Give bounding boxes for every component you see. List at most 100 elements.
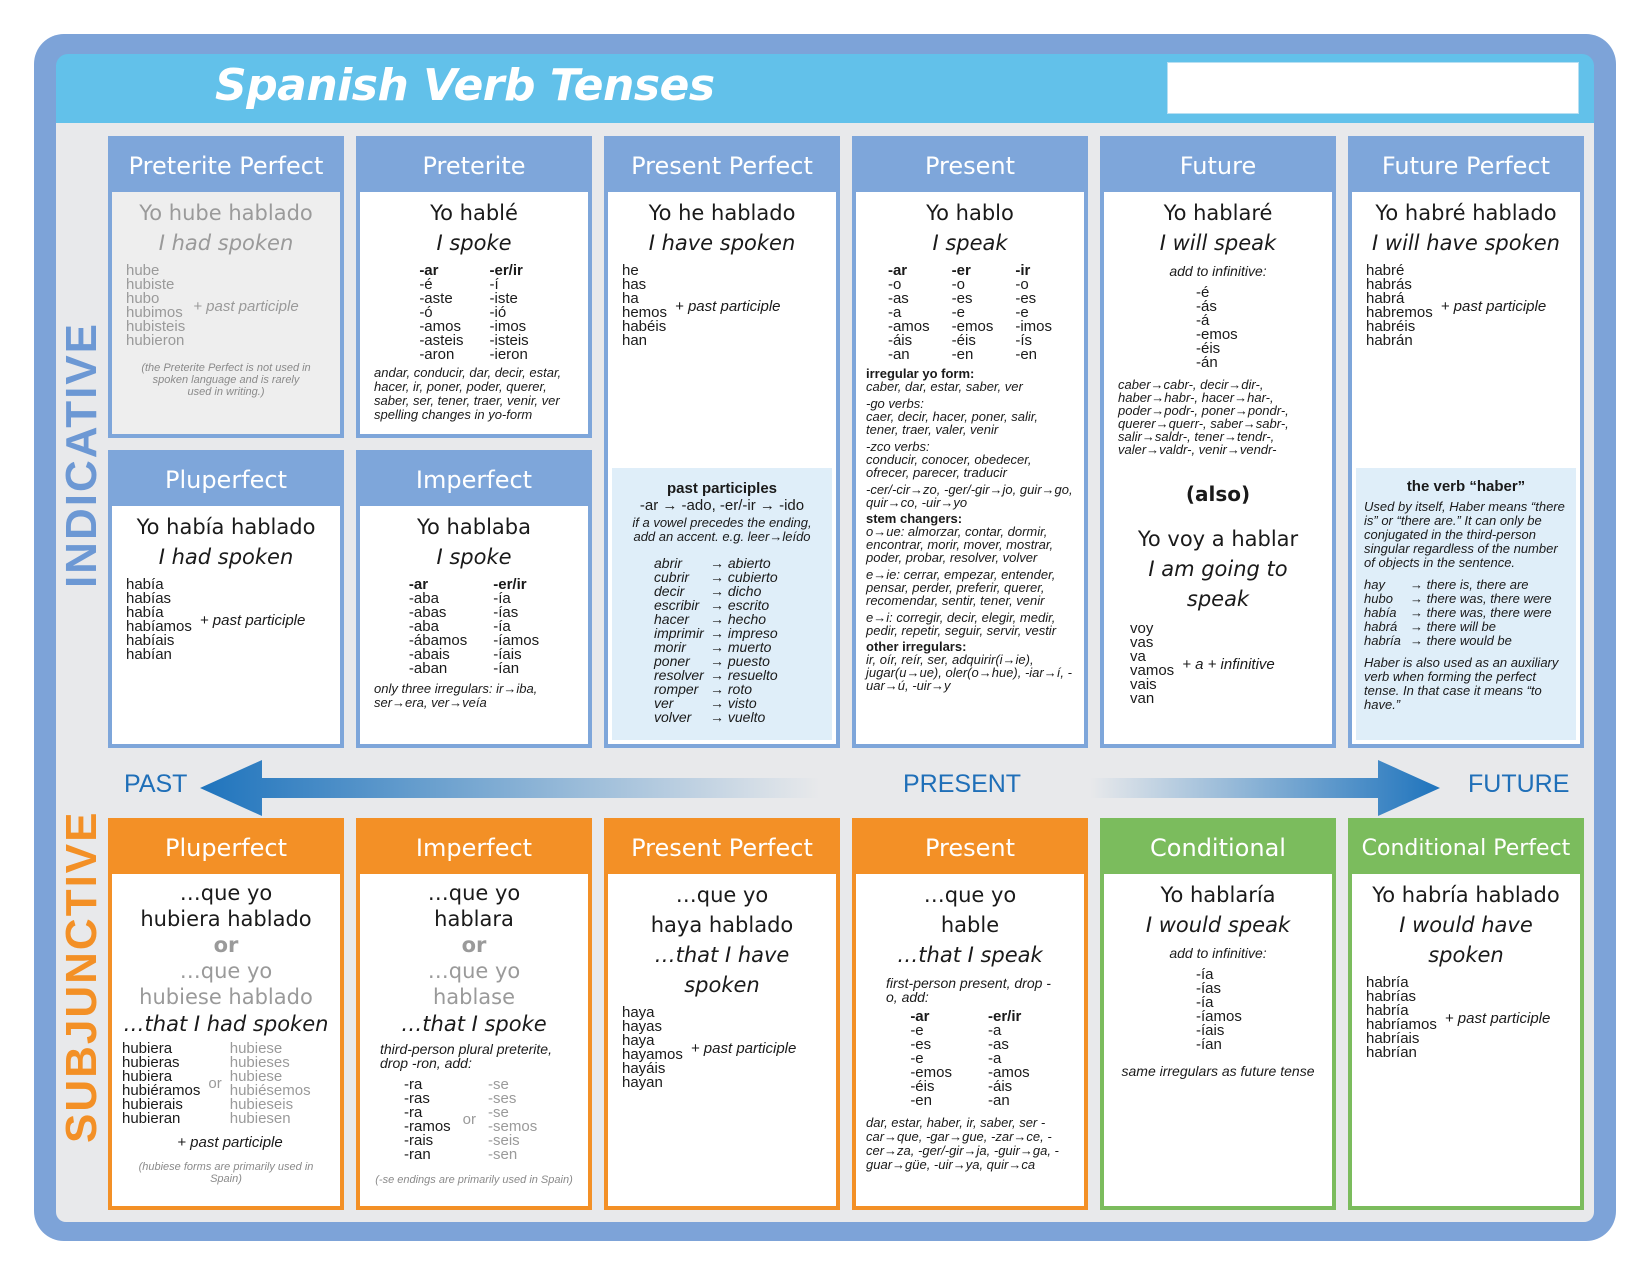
suffix: + past participle	[177, 1134, 283, 1151]
translation: I had spoken	[158, 545, 294, 569]
example: Yo había hablado	[136, 515, 316, 539]
card-header: Preterite	[360, 140, 588, 192]
form: habréis	[1366, 318, 1416, 335]
ending: -rais	[404, 1132, 434, 1149]
form: habrías	[1366, 988, 1417, 1005]
or-label: or	[461, 933, 487, 957]
form: habría	[1366, 974, 1409, 991]
ending: -íamos	[1196, 1008, 1242, 1025]
form: habremos	[1366, 304, 1433, 321]
form: hayan	[622, 1074, 663, 1091]
arrow-left-shaft	[200, 760, 820, 816]
translation: …that I have spoken	[654, 943, 790, 997]
stem-oue: o→ue: almorzar, contar, dormir, encontra…	[866, 524, 1054, 565]
ending: -ías	[493, 604, 519, 621]
ending: -iste	[489, 290, 518, 307]
form: había	[126, 604, 164, 621]
form: hubieses	[229, 1054, 290, 1071]
form: he	[622, 262, 639, 279]
card-header: Conditional	[1104, 822, 1332, 874]
example: Yo hube hablado	[139, 201, 313, 225]
col-head: -er/ir	[493, 576, 527, 593]
form: habrás	[1366, 276, 1412, 293]
ending: -é	[419, 276, 433, 293]
timeline-arrow	[200, 760, 1440, 816]
pp-rule: -ar → -ado, -er/-ir → -ido	[639, 497, 805, 514]
ending: -é	[1196, 284, 1210, 301]
ending: -imos	[1015, 318, 1053, 335]
translation: I will speak	[1159, 231, 1277, 255]
ending: -aste	[419, 290, 453, 307]
form: hubiera	[122, 1068, 173, 1085]
form: habríais	[1366, 1030, 1420, 1047]
haber-row: hay→ there is, there are	[1364, 577, 1529, 592]
translation: I would speak	[1145, 913, 1291, 937]
card-imperfect: Imperfect Yo hablaba I spoke -ar -aba -a…	[356, 450, 592, 748]
ending: -aba	[408, 618, 439, 635]
form: habíamos	[126, 618, 192, 635]
col-head: -ar	[408, 576, 429, 593]
ending: -ían	[1196, 1036, 1222, 1053]
card-conditional: Conditional Yo hablaría I would speak ad…	[1100, 818, 1336, 1210]
ending: -emos	[910, 1064, 952, 1081]
ending: -amos	[988, 1064, 1030, 1081]
form: habríamos	[1366, 1016, 1437, 1033]
ending: -ía	[1196, 994, 1214, 1011]
ending: -an	[887, 346, 910, 363]
pp-note: if a vowel precedes the ending, add an a…	[632, 515, 812, 544]
ending: -éis	[951, 332, 976, 349]
ending: -es	[910, 1036, 932, 1053]
ending: -emos	[951, 318, 994, 335]
card-header: Conditional Perfect	[1352, 822, 1580, 874]
card-pluperfect: Pluperfect Yo había hablado I had spoken…	[108, 450, 344, 748]
form: van	[1130, 690, 1155, 707]
form: hubisteis	[126, 318, 186, 335]
card-header: Present	[856, 822, 1084, 874]
ending: -as	[988, 1036, 1009, 1053]
haber-text-1: Used by itself, Haber means “there is” o…	[1364, 499, 1565, 570]
form: habrán	[1366, 332, 1413, 349]
example: Yo hablaré	[1163, 201, 1273, 225]
future-irregulars: caber→cabr-, decir→dir-, haber→habr-, ha…	[1118, 377, 1289, 457]
ending: -es	[1015, 290, 1037, 307]
translation: I spoke	[436, 545, 512, 569]
card-header: Future	[1104, 140, 1332, 192]
haber-row: había→ there was, there were	[1364, 605, 1552, 620]
suffix: + past participle	[193, 297, 299, 315]
form: vas	[1130, 634, 1154, 651]
card-future-perfect: Future Perfect Yo habré hablado I will h…	[1348, 136, 1584, 748]
card-header: Present Perfect	[608, 140, 836, 192]
ending: -o	[951, 276, 965, 293]
stem-ei: e→i: corregir, decir, elegir, medir, ped…	[866, 610, 1057, 638]
card-conditional-perfect: Conditional Perfect Yo habría hablado I …	[1348, 818, 1584, 1210]
form: hubo	[126, 290, 160, 307]
ending: -es	[951, 290, 973, 307]
or-label: or	[208, 1075, 222, 1092]
ending: -ía	[1196, 966, 1214, 983]
ending: -e	[910, 1022, 924, 1039]
or-label: or	[462, 1111, 477, 1128]
irregular-list: caber, dar, estar, saber, ver	[866, 379, 1023, 394]
translation: I will have spoken	[1372, 231, 1560, 255]
ending: -éis	[910, 1078, 935, 1095]
card-header: Pluperfect	[112, 822, 340, 874]
ending: -a	[988, 1022, 1002, 1039]
ending: -ió	[489, 304, 507, 321]
card-subj-pluperfect: Pluperfect …que yo hubiera hablado or …q…	[108, 818, 344, 1210]
pp-row: morir→ muerto	[654, 639, 772, 655]
ending: -e	[910, 1050, 924, 1067]
line-3: …que yo	[179, 959, 273, 983]
form: habré	[1366, 262, 1405, 279]
example: Yo he hablado	[648, 201, 796, 225]
line-1: …que yo	[427, 881, 521, 905]
ending: -ramos	[404, 1118, 451, 1135]
form: habrá	[1366, 290, 1405, 307]
ending: -ías	[1196, 980, 1222, 997]
ending: -ra	[404, 1104, 423, 1121]
example: Yo hablo	[926, 201, 1014, 225]
ending: -ra	[404, 1076, 423, 1093]
form: hubiera	[122, 1040, 173, 1057]
pp-row: hacer→ hecho	[654, 611, 767, 627]
line-1: …que yo	[675, 883, 769, 907]
form: han	[622, 332, 648, 349]
